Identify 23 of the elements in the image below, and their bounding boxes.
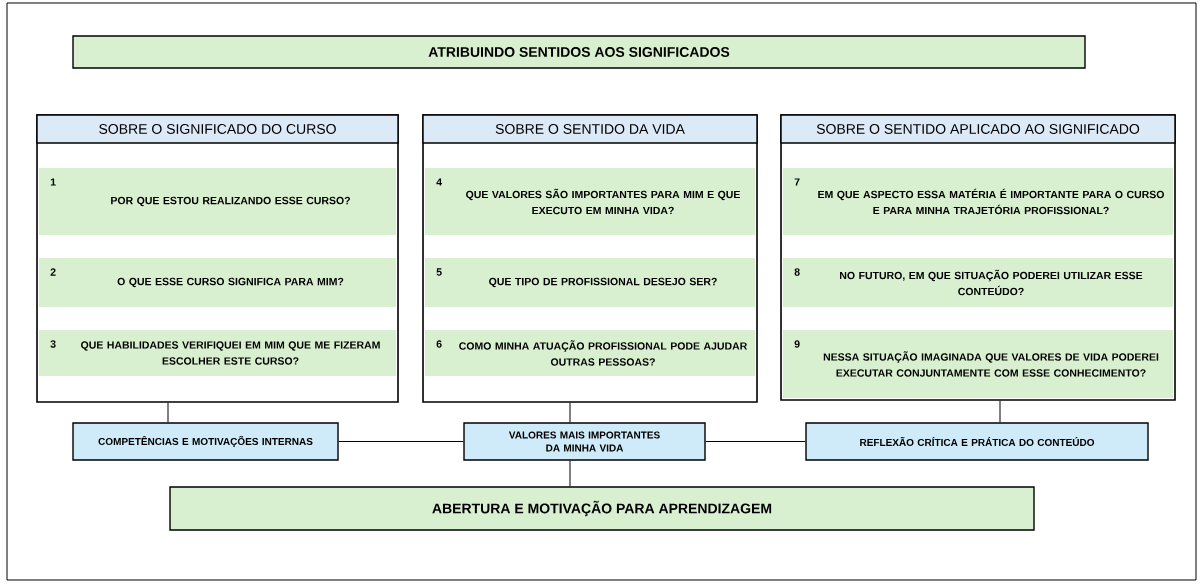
result-box: COMPETÊNCIAS E MOTIVAÇÕES INTERNAS — [72, 422, 339, 461]
column-header: SOBRE O SENTIDO APLICADO AO SIGNIFICADO — [780, 114, 1176, 144]
connector-line — [569, 402, 571, 423]
item-number: 2 — [50, 268, 56, 276]
connector-line — [569, 460, 571, 487]
title-box: ABERTURA E MOTIVAÇÃO PARA APRENDIZAGEM — [169, 486, 1035, 531]
result-box: VALORES MAIS IMPORTANTES DA MINHA VIDA — [463, 422, 706, 461]
column-header: SOBRE O SIGNIFICADO DO CURSO — [36, 114, 399, 144]
item-number: 3 — [50, 340, 56, 348]
connector-line — [705, 441, 806, 442]
connector-line — [999, 400, 1001, 423]
item-number: 1 — [50, 178, 56, 186]
connector-line — [338, 441, 464, 442]
item-number: 5 — [436, 268, 442, 276]
item-number: 4 — [436, 178, 442, 186]
connector-line — [167, 402, 169, 423]
title-box: ATRIBUINDO SENTIDOS AOS SIGNIFICADOS — [72, 35, 1086, 69]
item-number: 9 — [794, 340, 800, 348]
item-number: 7 — [794, 178, 800, 186]
item-number: 6 — [436, 340, 442, 348]
item-number: 8 — [794, 268, 800, 276]
column-header: SOBRE O SENTIDO DA VIDA — [422, 114, 758, 144]
result-box: REFLEXÃO CRÍTICA E PRÁTICA DO CONTEÚDO — [805, 422, 1149, 461]
